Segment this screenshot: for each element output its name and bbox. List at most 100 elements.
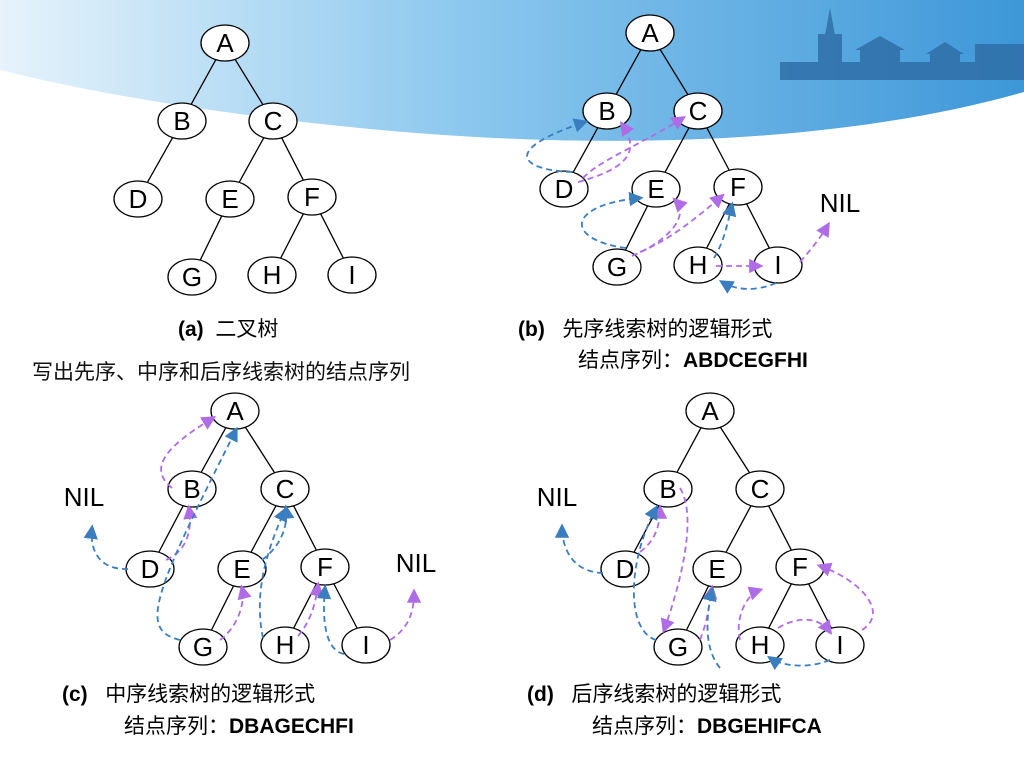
tree-edge-A-B bbox=[200, 427, 227, 473]
thread-arrow bbox=[316, 584, 345, 655]
header-banner bbox=[0, 0, 1024, 154]
tree-edge-A-B bbox=[190, 59, 217, 105]
svg-text:D: D bbox=[616, 554, 635, 584]
tree-edge-F-I bbox=[746, 203, 770, 249]
thread-arrow bbox=[165, 504, 198, 561]
svg-text:H: H bbox=[689, 250, 708, 280]
svg-text:H: H bbox=[276, 630, 295, 660]
tree-edge-F-I bbox=[333, 583, 358, 629]
tree-node-B: B bbox=[167, 470, 217, 508]
caption-d: (d) 后序线索树的逻辑形式 bbox=[527, 683, 782, 706]
tree-node-H: H bbox=[735, 626, 785, 664]
svg-text:E: E bbox=[708, 554, 725, 584]
thread-arrow bbox=[718, 280, 777, 294]
thread-arrow bbox=[83, 524, 129, 570]
thread-arrow bbox=[582, 116, 687, 179]
tree-node-H: H bbox=[260, 626, 310, 664]
caption-a: (a) 二叉树 bbox=[178, 318, 279, 341]
svg-text:B: B bbox=[659, 474, 676, 504]
svg-text:F: F bbox=[317, 552, 333, 582]
svg-text:A: A bbox=[216, 28, 234, 58]
svg-text:I: I bbox=[362, 630, 369, 660]
tree-node-I: I bbox=[815, 626, 865, 664]
tree-edge-C-E bbox=[238, 137, 265, 183]
tree-edge-B-D bbox=[146, 137, 174, 183]
tree-d: A B C D E F G H I bbox=[600, 392, 865, 666]
thread-arrow bbox=[160, 416, 217, 489]
thread-arrow bbox=[581, 191, 644, 249]
tree-edge-C-F bbox=[281, 137, 304, 181]
tree-edge-A-C bbox=[719, 426, 751, 474]
tree-node-I: I bbox=[327, 256, 377, 294]
tree-node-C: C bbox=[248, 102, 298, 140]
thread-arrow bbox=[639, 193, 725, 253]
svg-text:A: A bbox=[701, 396, 719, 426]
thread-arrow bbox=[799, 221, 830, 263]
tree-edge-C-F bbox=[293, 505, 317, 551]
svg-text:G: G bbox=[668, 632, 688, 662]
tree-edge-E-G bbox=[210, 585, 235, 631]
svg-text:F: F bbox=[730, 172, 746, 202]
svg-text:I: I bbox=[836, 630, 843, 660]
tree-c: A B C D E F G H I bbox=[125, 392, 391, 666]
tree-node-E: E bbox=[692, 550, 742, 588]
tree-edge-E-G bbox=[624, 205, 649, 251]
tree-edge-A-C bbox=[244, 426, 276, 474]
tree-edge-A-B bbox=[615, 49, 642, 95]
tree-edge-B-D bbox=[572, 127, 599, 173]
tree-edge-C-E bbox=[725, 505, 752, 553]
tree-node-D: D bbox=[113, 180, 163, 218]
tree-edge-B-D bbox=[158, 505, 184, 553]
tree-node-D: D bbox=[600, 550, 650, 588]
instruction-text: 写出先序、中序和后序线索树的结点序列 bbox=[32, 360, 410, 384]
svg-text:A: A bbox=[226, 396, 244, 426]
svg-text:H: H bbox=[751, 630, 770, 660]
tree-edge-A-C bbox=[234, 59, 264, 105]
tree-node-I: I bbox=[341, 626, 391, 664]
thread-arrow bbox=[660, 487, 689, 634]
tree-node-G: G bbox=[178, 628, 228, 666]
svg-text:F: F bbox=[304, 182, 320, 212]
svg-text:C: C bbox=[689, 96, 708, 126]
thread-arrow bbox=[577, 121, 635, 183]
thread-arrow bbox=[554, 523, 604, 574]
thread-arrow bbox=[389, 588, 422, 641]
svg-text:G: G bbox=[193, 632, 213, 662]
tree-edge-A-C bbox=[659, 49, 689, 95]
tree-node-F: F bbox=[775, 548, 825, 586]
tree-node-G: G bbox=[653, 628, 703, 666]
svg-text:H: H bbox=[263, 260, 282, 290]
svg-text:B: B bbox=[598, 96, 615, 126]
svg-text:B: B bbox=[183, 474, 200, 504]
svg-text:F: F bbox=[792, 552, 808, 582]
tree-node-C: C bbox=[260, 470, 310, 508]
sequence-b: 结点序列：ABDCEGFHI bbox=[578, 349, 808, 372]
nil-label: NIL bbox=[820, 188, 860, 218]
tree-node-H: H bbox=[673, 246, 723, 284]
tree-edge-F-I bbox=[320, 213, 344, 259]
tree-node-I: I bbox=[753, 246, 803, 284]
svg-text:D: D bbox=[129, 184, 148, 214]
tree-edge-C-F bbox=[768, 505, 792, 551]
tree-node-A: A bbox=[685, 392, 735, 430]
nil-label: NIL bbox=[396, 548, 436, 578]
svg-text:D: D bbox=[555, 174, 574, 204]
svg-text:D: D bbox=[141, 554, 160, 584]
tree-node-G: G bbox=[592, 248, 642, 286]
tree-node-B: B bbox=[582, 92, 632, 130]
svg-text:E: E bbox=[233, 554, 250, 584]
nil-label: NIL bbox=[537, 482, 577, 512]
tree-node-C: C bbox=[735, 470, 785, 508]
tree-node-H: H bbox=[247, 256, 297, 294]
tree-edge-C-F bbox=[706, 127, 730, 171]
church-silhouette-icon bbox=[780, 8, 1024, 80]
thread-arrow bbox=[702, 586, 721, 669]
thread-arrow bbox=[219, 584, 252, 641]
sequence-c: 结点序列：DBAGECHFI bbox=[124, 715, 354, 738]
nil-label: NIL bbox=[64, 482, 104, 512]
tree-node-F: F bbox=[300, 548, 350, 586]
svg-text:I: I bbox=[774, 250, 781, 280]
